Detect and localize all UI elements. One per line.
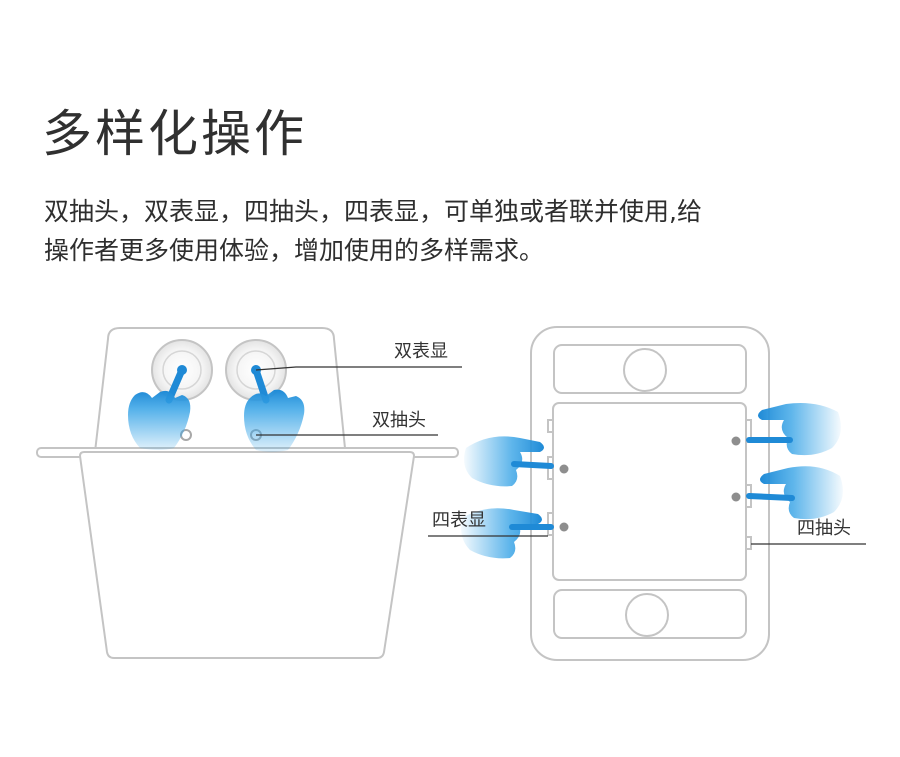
callout-lines-right	[428, 535, 866, 545]
quad-unit-top-bar	[553, 344, 747, 394]
hand-icon	[128, 365, 191, 450]
callout-lines-left	[255, 366, 462, 436]
hand-icon	[464, 436, 554, 487]
quad-unit-ports	[559, 436, 741, 532]
quad-unit-bottom-bar	[553, 589, 747, 639]
hand-icon	[461, 508, 554, 559]
hand-icon	[746, 403, 841, 456]
hand-icon	[746, 466, 843, 520]
label-dual-tap: 双抽头	[372, 410, 426, 431]
dual-unit-body	[78, 451, 416, 659]
label-quad-tap: 四抽头	[797, 518, 851, 539]
label-dual-display: 双表显	[394, 341, 448, 362]
quad-unit-panel	[552, 402, 747, 581]
label-quad-display: 四表显	[432, 510, 486, 531]
dual-unit	[36, 327, 459, 659]
description-line-2: 操作者更多使用体验，增加使用的多样需求。	[44, 236, 545, 265]
description-line-1: 双抽头，双表显，四抽头，四表显，可单独或者联并使用,给	[44, 197, 702, 226]
page-title: 多样化操作	[42, 105, 307, 163]
description: 双抽头，双表显，四抽头，四表显，可单独或者联并使用,给 操作者更多使用体验，增加…	[44, 192, 864, 270]
quad-unit	[530, 326, 770, 661]
